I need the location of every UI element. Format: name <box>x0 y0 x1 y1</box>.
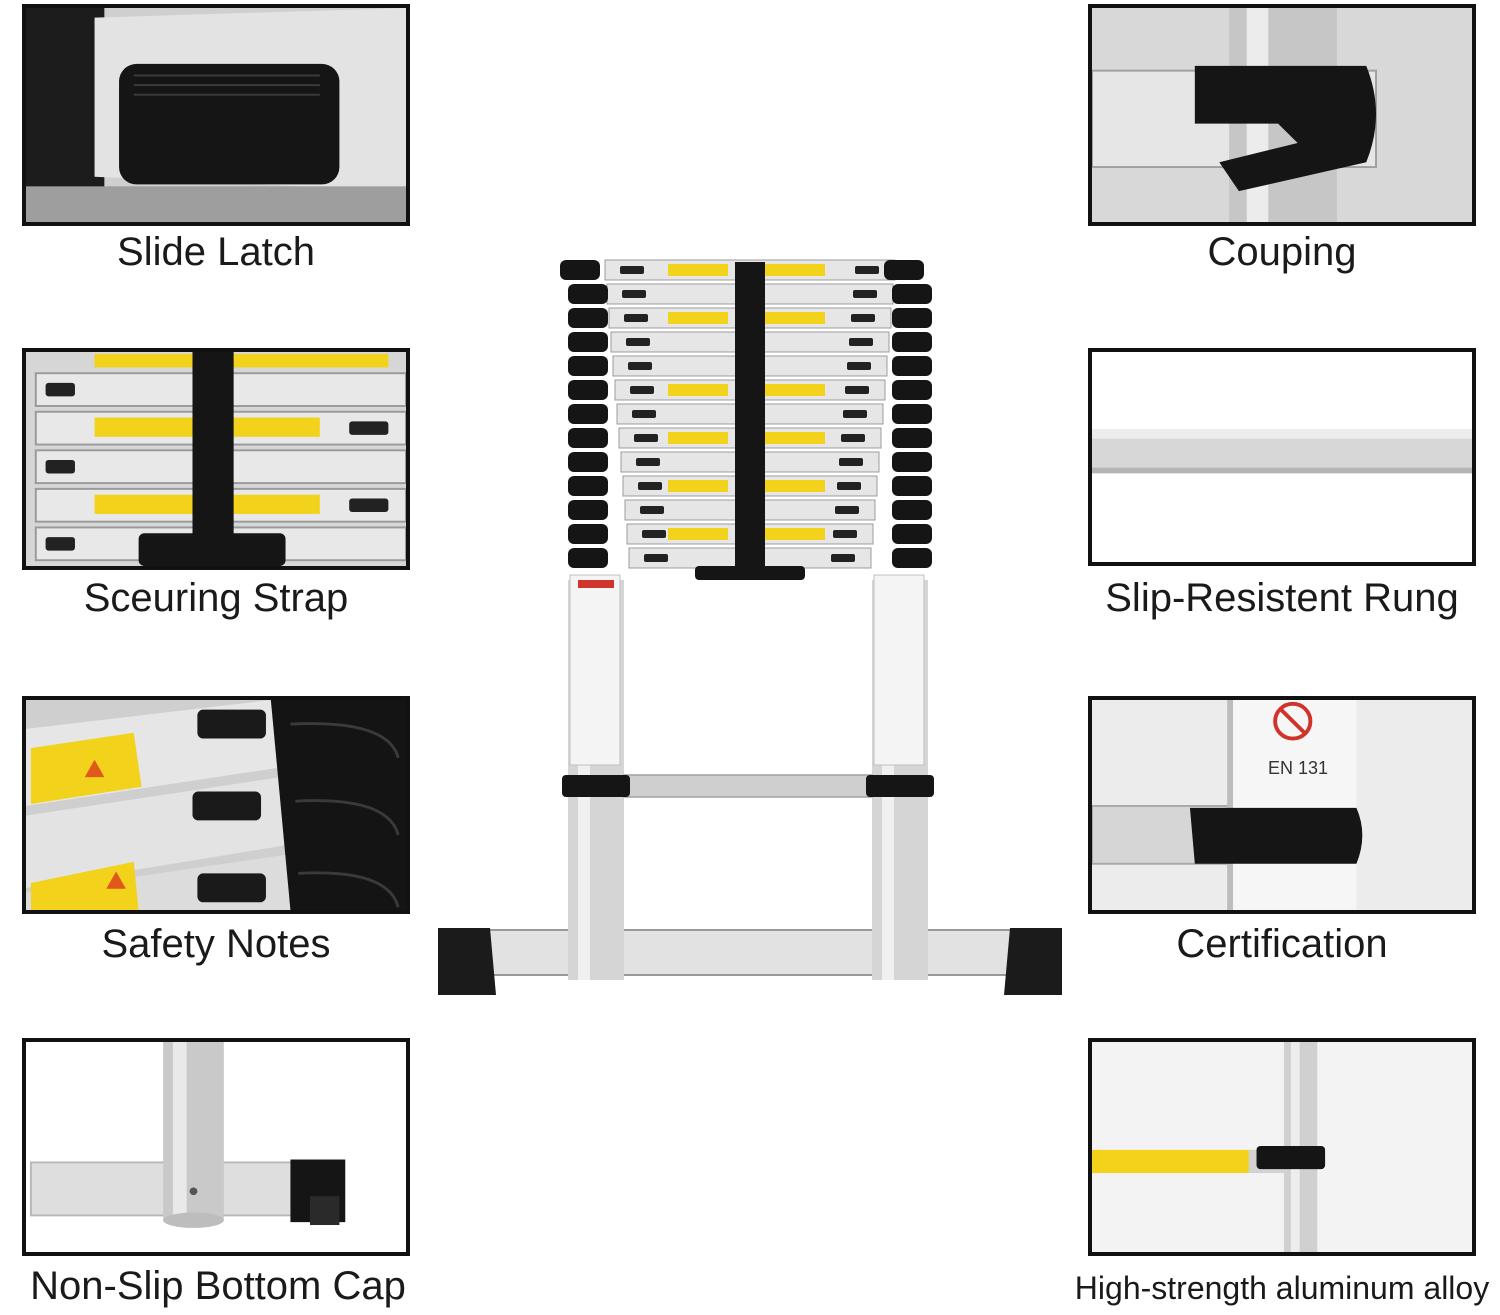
certification-mark: EN 131 <box>1267 758 1329 778</box>
telescopic-ladder-illustration <box>430 250 1070 1010</box>
non-slip-bottom-cap-photo <box>22 1038 410 1256</box>
couping-photo <box>1088 4 1476 226</box>
couping-caption: Couping <box>1207 230 1357 274</box>
aluminum-alloy-photo <box>1088 1038 1476 1256</box>
slide-latch-photo <box>22 4 410 226</box>
slip-resistent-rung-photo <box>1088 348 1476 566</box>
slide-latch-caption: Slide Latch <box>117 230 315 274</box>
aluminum-alloy-caption: High-strength aluminum alloy <box>1074 1270 1490 1306</box>
certification-photo: EN 131 <box>1088 696 1476 914</box>
securing-strap-photo <box>22 348 410 570</box>
safety-notes-photo <box>22 696 410 914</box>
safety-notes-caption: Safety Notes <box>101 922 331 966</box>
non-slip-bottom-cap-caption: Non-Slip Bottom Cap <box>30 1264 406 1308</box>
securing-strap-caption: Sceuring Strap <box>83 576 349 620</box>
slip-resistent-rung-caption: Slip-Resistent Rung <box>1105 576 1459 620</box>
certification-caption: Certification <box>1176 922 1388 966</box>
